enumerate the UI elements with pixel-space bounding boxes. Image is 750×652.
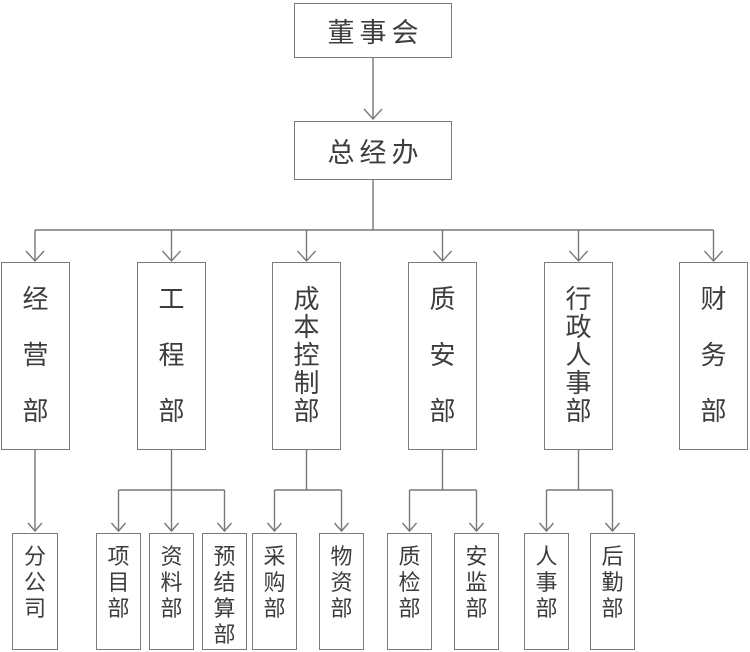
node-documentation-label: 资料部 xyxy=(160,545,183,622)
node-hr[interactable]: 人事部 xyxy=(524,533,569,650)
node-materials[interactable]: 物资部 xyxy=(319,533,364,650)
node-project[interactable]: 项目部 xyxy=(96,533,141,650)
node-finance[interactable]: 财务部 xyxy=(679,262,748,450)
node-budget-settlement-label: 预结算部 xyxy=(213,545,236,648)
node-logistics-label: 后勤部 xyxy=(601,545,624,622)
node-finance-label: 财务部 xyxy=(700,285,727,427)
node-logistics[interactable]: 后勤部 xyxy=(590,533,635,650)
edge-engineering-children xyxy=(110,450,233,533)
node-budget-settlement[interactable]: 预结算部 xyxy=(202,533,247,650)
node-admin-hr-label: 行政人事部 xyxy=(565,285,592,427)
node-procurement-label: 采购部 xyxy=(263,545,286,622)
node-business[interactable]: 经营部 xyxy=(1,262,70,450)
node-board[interactable]: 董事会 xyxy=(294,3,452,58)
node-quality-safety[interactable]: 质安部 xyxy=(408,262,477,450)
node-quality-inspection-label: 质检部 xyxy=(398,545,421,622)
node-admin-hr[interactable]: 行政人事部 xyxy=(544,262,613,450)
node-procurement[interactable]: 采购部 xyxy=(252,533,297,650)
node-gm-office[interactable]: 总经办 xyxy=(294,121,452,180)
node-safety-supervision-label: 安监部 xyxy=(465,545,488,622)
node-engineering-label: 工程部 xyxy=(158,285,185,427)
node-gm-office-label: 总经办 xyxy=(327,138,424,169)
node-quality-inspection[interactable]: 质检部 xyxy=(387,533,432,650)
node-branch-company[interactable]: 分公司 xyxy=(12,533,58,650)
edge-rail-level3-arrows xyxy=(25,230,724,263)
edge-qualitysafety-children xyxy=(401,450,485,533)
node-safety-supervision[interactable]: 安监部 xyxy=(454,533,499,650)
edge-costcontrol-children xyxy=(266,450,350,533)
edge-board-gm-arrow xyxy=(363,58,383,121)
node-project-label: 项目部 xyxy=(107,545,130,622)
node-documentation[interactable]: 资料部 xyxy=(149,533,194,650)
edge-adminhr-children xyxy=(538,450,621,533)
edge-gm-rail xyxy=(35,180,714,231)
node-cost-control[interactable]: 成本控制部 xyxy=(272,262,341,450)
node-engineering[interactable]: 工程部 xyxy=(137,262,206,450)
node-hr-label: 人事部 xyxy=(535,545,558,622)
node-business-label: 经营部 xyxy=(22,285,49,427)
node-branch-company-label: 分公司 xyxy=(23,545,46,622)
node-quality-safety-label: 质安部 xyxy=(429,285,456,427)
node-materials-label: 物资部 xyxy=(330,545,353,622)
edge-business-branch xyxy=(27,450,43,533)
node-cost-control-label: 成本控制部 xyxy=(293,285,320,427)
node-board-label: 董事会 xyxy=(327,18,424,49)
